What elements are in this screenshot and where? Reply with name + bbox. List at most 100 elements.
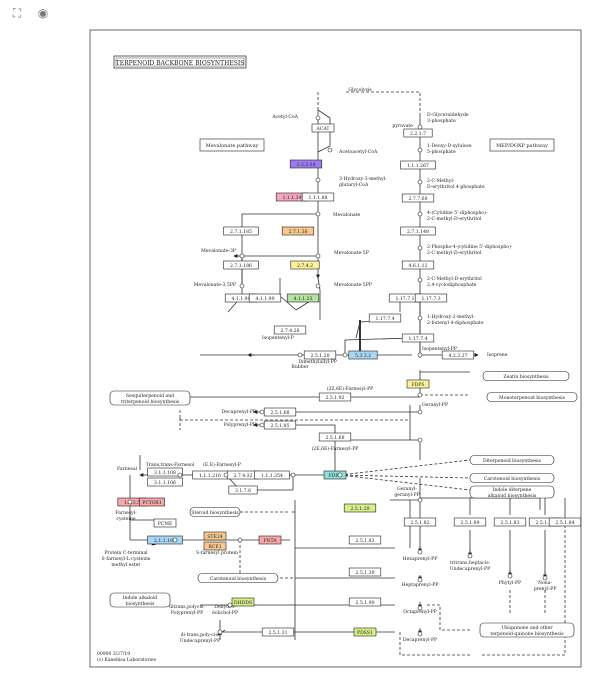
compound-dot[interactable] xyxy=(417,315,423,321)
compound-dot[interactable] xyxy=(327,147,333,153)
enzyme-box[interactable]: 2.5.1.20 xyxy=(303,350,337,360)
enzyme-box[interactable]: 1.1.1.216 xyxy=(192,470,228,480)
enzyme-box[interactable]: 2.7.1.185 xyxy=(223,226,259,236)
enzyme-box[interactable]: 2.7.4.32 xyxy=(226,470,260,480)
enzyme-box[interactable]: 4.1.1.99 xyxy=(248,293,282,303)
compound-dot[interactable] xyxy=(417,605,423,611)
compound-dot[interactable] xyxy=(239,253,245,259)
enzyme-box[interactable]: 2.1.1.100 xyxy=(147,535,183,545)
enzyme-box[interactable]: 2.7.1.36 xyxy=(281,226,315,236)
compound-dot[interactable] xyxy=(315,253,321,259)
map-box[interactable]: Monoterpenoid biosynthesis xyxy=(486,392,578,402)
compound-dot[interactable] xyxy=(315,283,321,289)
compound-dot[interactable] xyxy=(507,573,513,579)
enzyme-box[interactable]: 1.1.1.267 xyxy=(400,160,436,170)
enzyme-box[interactable]: ACAT xyxy=(311,123,335,133)
enzyme-box[interactable]: 4.1.1.33 xyxy=(286,293,320,303)
compound-dot[interactable] xyxy=(172,537,178,543)
enzyme-box[interactable]: 2.5.1.92 xyxy=(318,392,352,402)
enzyme-box[interactable]: 2.5.1.83 xyxy=(348,535,382,545)
compound-dot[interactable] xyxy=(259,422,265,428)
enzyme-box[interactable]: 3.1.1.108 xyxy=(147,467,183,477)
enzyme-box[interactable]: 1.1.1.354 xyxy=(254,470,290,480)
enzyme-box[interactable]: 1.17.7.3 xyxy=(414,293,448,303)
enzyme-box[interactable]: FNTA xyxy=(258,535,282,545)
enzyme-box[interactable]: 2.7.4.2 xyxy=(290,260,320,270)
enzyme-box[interactable]: RCE1 xyxy=(203,541,227,551)
compound-dot[interactable] xyxy=(239,283,245,289)
compound-dot[interactable] xyxy=(417,124,423,130)
compound-dot[interactable] xyxy=(417,179,423,185)
enzyme-box[interactable]: 3.1.1.106 xyxy=(147,477,183,487)
map-box[interactable]: Diterpenoid biosynthesis xyxy=(469,455,555,465)
compound-dot[interactable] xyxy=(417,497,423,503)
enzyme-box[interactable]: 2.2.1.7 xyxy=(403,128,433,138)
compound-dot[interactable] xyxy=(417,245,423,251)
enzyme-box[interactable]: 2.5.1.31 xyxy=(261,627,295,637)
enzyme-box[interactable]: 1.17.7.4 xyxy=(368,313,402,323)
fullscreen-icon[interactable]: ⛶ xyxy=(12,6,22,20)
enzyme-box[interactable]: 2.5.1.68 xyxy=(263,407,297,417)
enzyme-box[interactable]: 2.5.1.83 xyxy=(493,517,527,527)
compound-dot[interactable] xyxy=(315,115,321,121)
compound-dot[interactable] xyxy=(417,352,423,358)
compound-dot[interactable] xyxy=(417,147,423,153)
enzyme-box[interactable]: 2.5.1.30 xyxy=(348,567,382,577)
compound-dot[interactable] xyxy=(417,437,423,443)
enzyme-box[interactable]: 5.3.3.2 xyxy=(348,350,378,360)
map-box[interactable]: Steroid biosynthesis xyxy=(189,507,241,517)
compound-dot[interactable] xyxy=(290,472,296,478)
map-box[interactable]: Carotenoid biosynthesis xyxy=(197,573,279,583)
compound-dot[interactable] xyxy=(127,499,133,505)
enzyme-box[interactable]: 4.2.3.27 xyxy=(441,350,475,360)
compound-dot[interactable] xyxy=(223,472,229,478)
enzyme-box[interactable]: 2.3.3.10 xyxy=(289,159,323,169)
enzyme-box[interactable]: 2.7.1.148 xyxy=(400,226,436,236)
compound-dot[interactable] xyxy=(259,409,265,415)
enzyme-box[interactable]: PCYOX1 xyxy=(139,497,165,507)
compound-dot[interactable] xyxy=(315,211,321,217)
enzyme-box[interactable]: FDPS xyxy=(323,470,347,480)
compound-dot[interactable] xyxy=(417,392,423,398)
compound-dot[interactable] xyxy=(237,537,243,543)
compound-dot[interactable] xyxy=(417,577,423,583)
enzyme-box[interactable]: 2.5.1.82 xyxy=(403,517,437,527)
enzyme-box[interactable]: 2.5.1.90 xyxy=(348,597,382,607)
compound-dot[interactable] xyxy=(417,409,423,415)
enzyme-box[interactable]: 2.5.1.29 xyxy=(343,503,377,513)
compound-dot[interactable] xyxy=(417,631,423,637)
compound-dot[interactable] xyxy=(217,629,223,635)
enzyme-box[interactable]: PCME xyxy=(153,518,177,528)
enzyme-box[interactable]: DHDDS xyxy=(231,597,255,607)
compound-dot[interactable] xyxy=(417,277,423,283)
enzyme-box[interactable]: 2.7.1.186 xyxy=(223,260,259,270)
enzyme-box[interactable]: 2.7.4.26 xyxy=(273,325,307,335)
compound-dot[interactable] xyxy=(227,602,233,608)
enzyme-box[interactable]: 2.5.1.84 xyxy=(548,517,582,527)
enzyme-box[interactable]: 3.1.7.6 xyxy=(228,485,258,495)
enzyme-box[interactable]: 1.17.7.4 xyxy=(401,333,435,343)
enzyme-box[interactable]: 4.6.1.12 xyxy=(401,260,435,270)
enzyme-box[interactable]: 2.5.1.89 xyxy=(453,517,487,527)
enzyme-box[interactable]: 2.7.7.60 xyxy=(401,193,435,203)
compound-dot[interactable] xyxy=(542,575,548,581)
compound-dot[interactable] xyxy=(342,352,348,358)
enzyme-box[interactable]: 2.5.1.85 xyxy=(263,420,297,430)
enzyme-box[interactable]: 1.1.1.88 xyxy=(301,192,335,202)
map-box[interactable]: Carotenoid biosynthesis xyxy=(469,473,555,483)
compound-dot[interactable] xyxy=(337,472,343,478)
map-box[interactable]: Zeatin biosynthesis xyxy=(482,371,570,381)
compound-dot[interactable] xyxy=(315,177,321,183)
compound-dot[interactable] xyxy=(417,549,423,555)
compound-dot[interactable] xyxy=(417,211,423,217)
compound-dot[interactable] xyxy=(467,553,473,559)
enzyme-box[interactable]: PDSS1 xyxy=(353,627,377,637)
enzyme-box[interactable]: 2.5.1.68 xyxy=(318,432,352,442)
enzyme-box[interactable]: FDPS xyxy=(406,379,430,389)
eye-icon[interactable]: ◉ xyxy=(37,6,49,20)
compound-dot[interactable] xyxy=(297,352,303,358)
